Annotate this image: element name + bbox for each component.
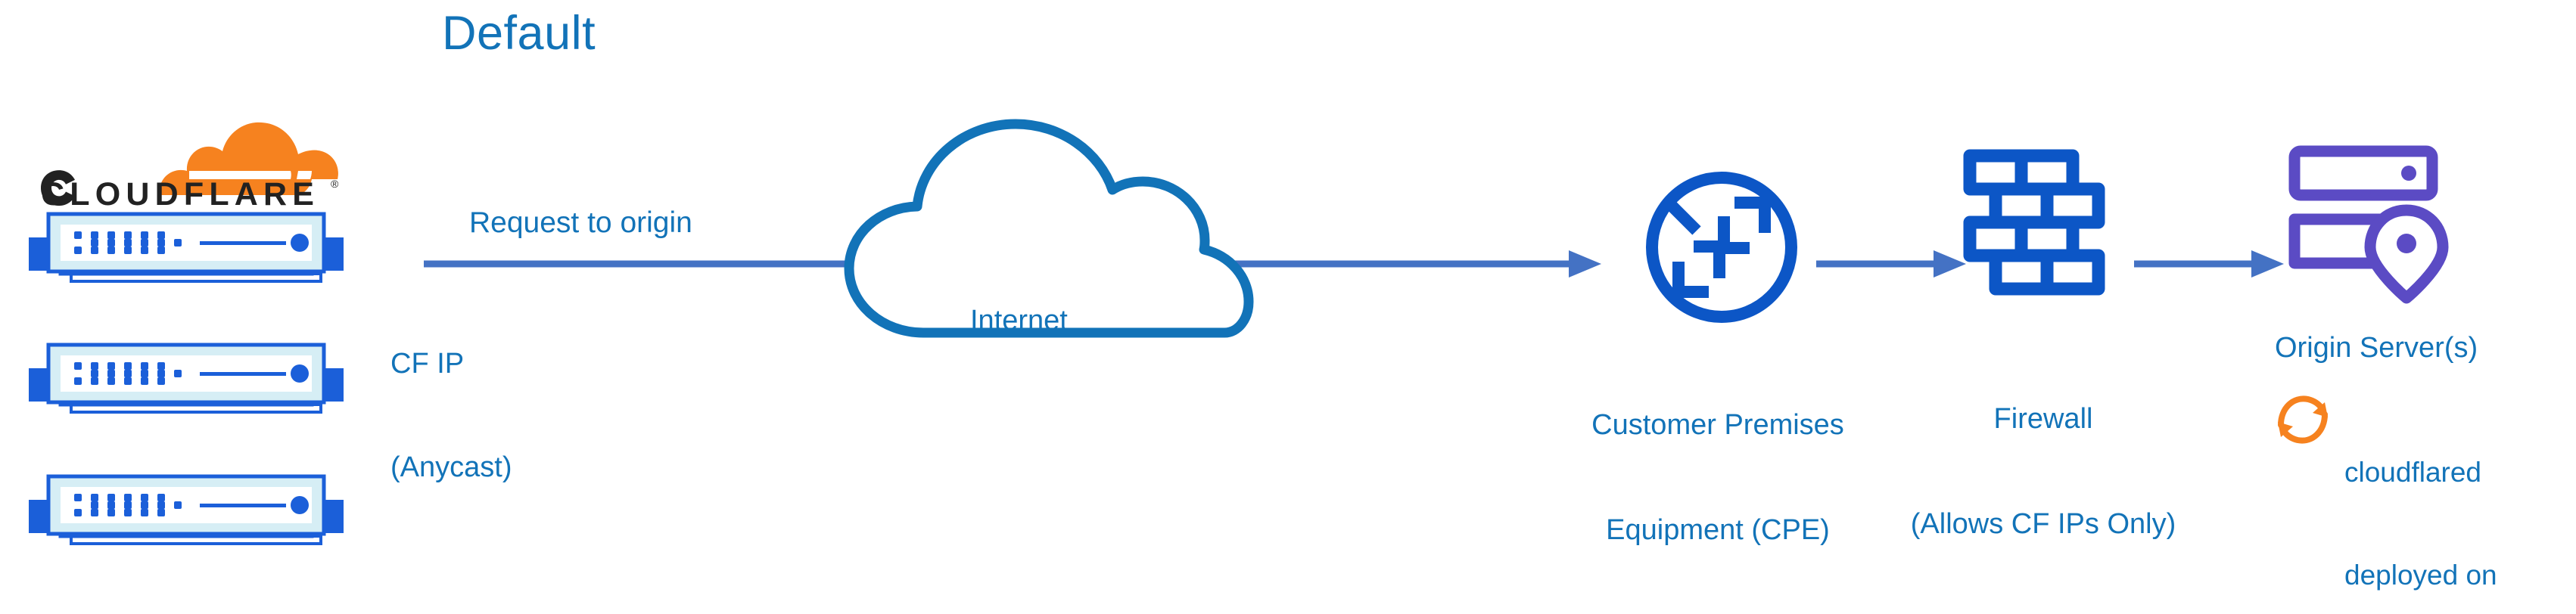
firewall-label-line-2: (Allows CF IPs Only)	[1910, 507, 2176, 540]
origin-server-label: Origin Server(s)	[2275, 332, 2478, 364]
internet-label: Internet	[970, 305, 1068, 336]
brick-wall-icon	[1956, 145, 2108, 296]
cloudflare-wordmark-text: CLOUDFLARE	[41, 176, 319, 208]
server-vent-dots	[74, 231, 182, 254]
server-power-dot	[291, 496, 309, 514]
cloudflare-logo: CLOUDFLARE ®	[41, 106, 344, 208]
cpe-label: Customer Premises Equipment (CPE)	[1559, 337, 1877, 614]
arrowhead-icon	[1934, 250, 1966, 278]
cpe-label-line-1: Customer Premises	[1591, 408, 1844, 441]
server-status-bar	[200, 372, 286, 376]
cpe-label-line-2: Equipment (CPE)	[1606, 513, 1830, 546]
edge-firewall-to-origin	[2134, 246, 2285, 282]
server-power-dot	[291, 234, 309, 252]
cf-server-rack	[27, 212, 345, 284]
cloudflared-note-line-1: cloudflared	[2344, 457, 2482, 488]
internet-cloud-icon	[832, 106, 1256, 348]
cloudflared-note: cloudflared deployed on servers	[2344, 387, 2497, 614]
server-vent-dots	[74, 362, 182, 385]
edge-label-request-to-origin: Request to origin	[469, 206, 692, 239]
server-power-dot	[291, 364, 309, 383]
cf-server-rack	[27, 474, 345, 546]
cloudflare-trademark-symbol: ®	[331, 178, 339, 190]
server-status-bar	[200, 241, 286, 245]
arrowhead-icon	[1569, 250, 1601, 278]
server-vent-dots	[74, 494, 182, 516]
edge-cpe-to-firewall	[1816, 246, 1968, 282]
firewall-label: Firewall (Allows CF IPs Only)	[1877, 331, 2210, 612]
cloudflared-note-line-2: deployed on	[2344, 559, 2497, 591]
page-title: Default	[442, 7, 596, 60]
server-stack-pin-icon	[2285, 138, 2467, 304]
firewall-label-line-1: Firewall	[1993, 402, 2093, 435]
router-icon	[1642, 168, 1801, 327]
cf-ip-line-2: (Anycast)	[390, 451, 512, 483]
arrowhead-icon	[2251, 250, 2284, 278]
cloudflare-wordmark	[41, 170, 75, 206]
cloudflare-cloud-mark	[159, 122, 338, 195]
cf-ip-caption: CF IP (Anycast)	[390, 278, 512, 554]
server-status-bar	[200, 504, 286, 507]
cf-ip-line-1: CF IP	[390, 348, 465, 380]
cf-server-rack	[27, 343, 345, 414]
sync-arrows-icon	[2270, 386, 2338, 454]
